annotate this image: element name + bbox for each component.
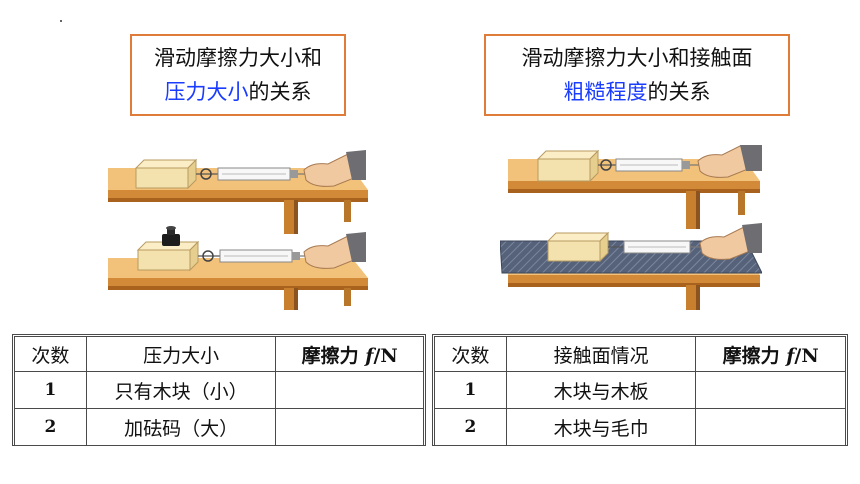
row-friction-value[interactable] — [695, 408, 846, 446]
row-condition: 只有木块（小） — [85, 371, 277, 409]
header-condition: 接触面情况 — [505, 336, 697, 372]
lower-hand — [303, 232, 366, 269]
left-data-table: 次数 压力大小 摩擦力 f/N 1 只有木块（小） 2 加砝码（大） — [14, 336, 424, 446]
table-row: 1 只有木块（小） — [14, 371, 424, 409]
row-condition: 加砝码（大） — [85, 408, 277, 446]
upper-hand — [303, 150, 366, 187]
right-data-table: 次数 接触面情况 摩擦力 f/N 1 木块与木板 2 木块与毛巾 — [434, 336, 846, 446]
upper-wooden-block — [134, 158, 198, 190]
header-friction: 摩擦力 f/N — [275, 336, 424, 372]
left-title-highlight: 压力大小 — [164, 80, 249, 104]
header-friction-label: 摩擦力 — [722, 344, 780, 367]
header-friction-unit: /N — [373, 344, 398, 367]
row-friction-value[interactable] — [275, 371, 424, 409]
right-title-line1: 滑动摩擦力大小和接触面 — [521, 46, 753, 70]
weight-icon — [162, 226, 180, 246]
upper-hand — [697, 145, 762, 178]
row-condition: 木块与木板 — [505, 371, 697, 409]
row-condition: 木块与毛巾 — [505, 408, 697, 446]
row-number: 1 — [434, 371, 507, 409]
header-count: 次数 — [14, 336, 87, 372]
right-title-highlight: 粗糙程度 — [563, 80, 648, 104]
header-friction: 摩擦力 f/N — [695, 336, 846, 372]
header-friction-symbol: f — [786, 344, 795, 367]
left-title-line1: 滑动摩擦力大小和 — [154, 46, 322, 70]
upper-spring-scale — [598, 158, 704, 172]
table-row: 1 木块与木板 — [434, 371, 846, 409]
table-row: 2 木块与毛巾 — [434, 408, 846, 446]
table-row: 2 加砝码（大） — [14, 408, 424, 446]
left-title-line2: 压力大小的关系 — [165, 75, 312, 109]
left-title-suffix: 的关系 — [248, 80, 312, 104]
lower-hand — [699, 223, 762, 260]
header-friction-label: 摩擦力 — [301, 344, 359, 367]
row-number: 2 — [434, 408, 507, 446]
right-title-line2: 粗糙程度的关系 — [564, 75, 711, 109]
row-friction-value[interactable] — [695, 371, 846, 409]
header-condition: 压力大小 — [85, 336, 277, 372]
lower-spring-scale — [198, 249, 312, 263]
row-number: 1 — [14, 371, 87, 409]
pressure-experiment-illustration — [108, 150, 368, 310]
roughness-experiment-illustration — [500, 145, 762, 310]
row-friction-value[interactable] — [275, 408, 424, 446]
right-title-suffix: 的关系 — [647, 80, 711, 104]
header-friction-unit: /N — [794, 344, 819, 367]
lower-wooden-block — [136, 240, 200, 272]
header-friction-symbol: f — [365, 344, 374, 367]
stray-dot — [60, 20, 62, 22]
table-header-row: 次数 接触面情况 摩擦力 f/N — [434, 336, 846, 372]
right-title-box: 滑动摩擦力大小和接触面 粗糙程度的关系 — [484, 34, 790, 116]
left-title-box: 滑动摩擦力大小和 压力大小的关系 — [130, 34, 346, 116]
lower-wooden-block — [546, 231, 610, 263]
upper-wooden-block — [536, 149, 600, 183]
table-header-row: 次数 压力大小 摩擦力 f/N — [14, 336, 424, 372]
row-number: 2 — [14, 408, 87, 446]
header-count: 次数 — [434, 336, 507, 372]
upper-spring-scale — [196, 167, 312, 181]
